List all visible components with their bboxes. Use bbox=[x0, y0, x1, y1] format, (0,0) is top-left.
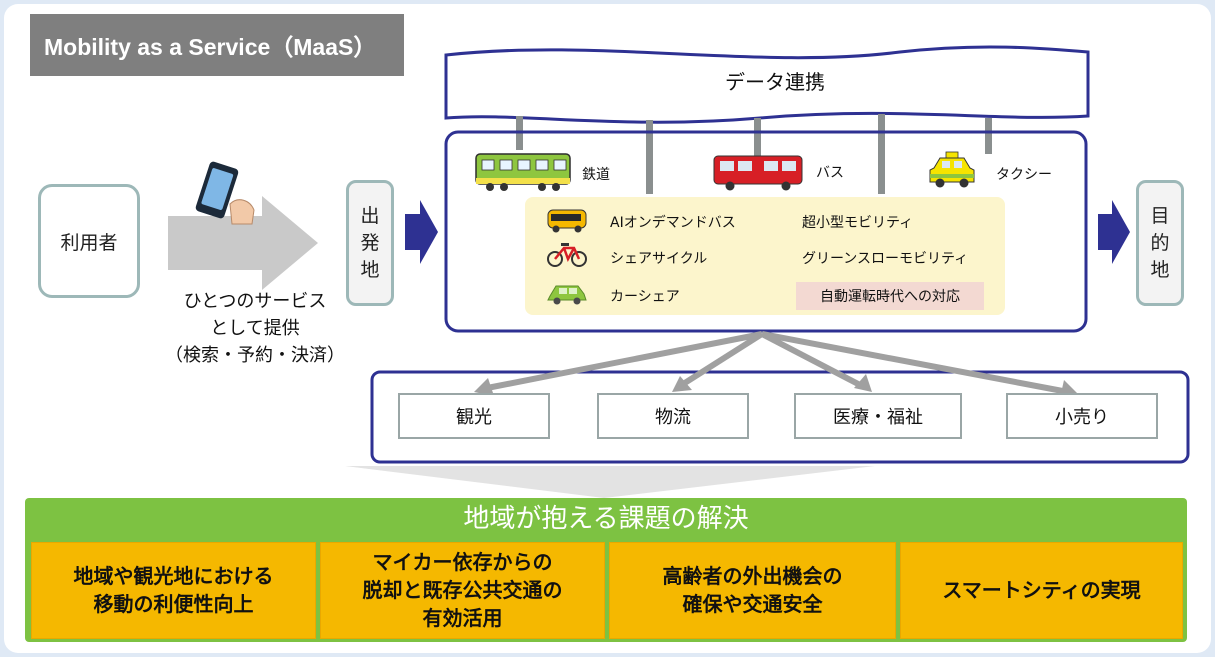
issue-2-line-3: 有効活用 bbox=[422, 607, 503, 630]
issue-smart-city: スマートシティの実現 bbox=[900, 542, 1183, 639]
origin-box: 出 発 地 bbox=[346, 180, 394, 306]
ai-bus-icon bbox=[547, 209, 587, 233]
issue-1-line-2: 移動の利便性向上 bbox=[93, 593, 254, 616]
field-tourism: 観光 bbox=[398, 393, 550, 439]
issue-2-line-1: マイカー依存からの bbox=[372, 551, 553, 574]
user-label: 利用者 bbox=[60, 231, 118, 254]
service-description: ひとつのサービス として提供 （検索・予約・決済） bbox=[160, 288, 350, 369]
issue-3-line-2: 確保や交通安全 bbox=[682, 593, 823, 616]
green-slow-mobility-label: グリーンスローモビリティ bbox=[802, 251, 969, 267]
train-icon bbox=[475, 153, 571, 191]
spread-arrows bbox=[474, 331, 1078, 398]
destination-char-2: 的 bbox=[1150, 231, 1170, 254]
service-line-2: として提供 bbox=[210, 318, 300, 339]
bicycle-icon bbox=[547, 243, 587, 267]
destination-arrow bbox=[1098, 200, 1130, 264]
fields-panel bbox=[370, 370, 1190, 464]
data-link-label: データ連携 bbox=[725, 70, 825, 94]
car-share-icon bbox=[547, 285, 587, 305]
share-cycle-label: シェアサイクル bbox=[610, 251, 708, 267]
connector-services bbox=[878, 114, 885, 194]
connector-bus bbox=[646, 120, 653, 194]
service-line-3: （検索・予約・決済） bbox=[165, 345, 345, 366]
ai-bus-label: AIオンデマンドバス bbox=[610, 215, 736, 231]
connector-taxi bbox=[985, 118, 992, 154]
issue-elderly-safety: 高齢者の外出機会の 確保や交通安全 bbox=[609, 542, 896, 639]
destination-char-3: 地 bbox=[1150, 258, 1170, 281]
origin-arrow bbox=[405, 200, 438, 264]
mobility-panel bbox=[444, 130, 1088, 333]
taxi-icon bbox=[929, 151, 975, 188]
bus-icon bbox=[713, 155, 803, 191]
bus-label: バス bbox=[816, 165, 844, 181]
field-logistics: 物流 bbox=[597, 393, 749, 439]
connector-bus-2 bbox=[754, 118, 761, 158]
origin-char-3: 地 bbox=[360, 258, 380, 281]
issue-convenience: 地域や観光地における 移動の利便性向上 bbox=[31, 542, 316, 639]
field-retail: 小売り bbox=[1006, 393, 1158, 439]
user-box: 利用者 bbox=[38, 184, 140, 298]
auto-driving-label: 自動運転時代への対応 bbox=[820, 289, 960, 305]
issue-4-line-1: スマートシティの実現 bbox=[942, 579, 1141, 602]
smartphone-icon bbox=[195, 161, 255, 225]
page-title: Mobility as a Service（MaaS） bbox=[30, 14, 404, 76]
issue-public-transport: マイカー依存からの 脱却と既存公共交通の 有効活用 bbox=[320, 542, 605, 639]
taxi-label: タクシー bbox=[996, 167, 1052, 183]
destination-box: 目 的 地 bbox=[1136, 180, 1184, 306]
service-arrow bbox=[168, 196, 318, 290]
rail-label: 鉄道 bbox=[582, 167, 610, 183]
car-share-label: カーシェア bbox=[610, 289, 680, 305]
service-line-1: ひとつのサービス bbox=[183, 291, 327, 312]
solution-title: 地域が抱える課題の解決 bbox=[463, 504, 749, 534]
destination-char-1: 目 bbox=[1150, 204, 1170, 227]
micro-mobility-label: 超小型モビリティ bbox=[802, 215, 914, 231]
issue-1-line-1: 地域や観光地における bbox=[73, 565, 274, 588]
origin-char-2: 発 bbox=[360, 231, 380, 254]
funnel-shape bbox=[345, 466, 875, 498]
auto-driving-badge: 自動運転時代への対応 bbox=[796, 282, 984, 310]
field-medical-welfare: 医療・福祉 bbox=[794, 393, 962, 439]
data-link-banner bbox=[444, 45, 1090, 124]
origin-char-1: 出 bbox=[360, 204, 380, 227]
issue-2-line-2: 脱却と既存公共交通の bbox=[362, 579, 563, 602]
issue-3-line-1: 高齢者の外出機会の bbox=[662, 565, 843, 588]
